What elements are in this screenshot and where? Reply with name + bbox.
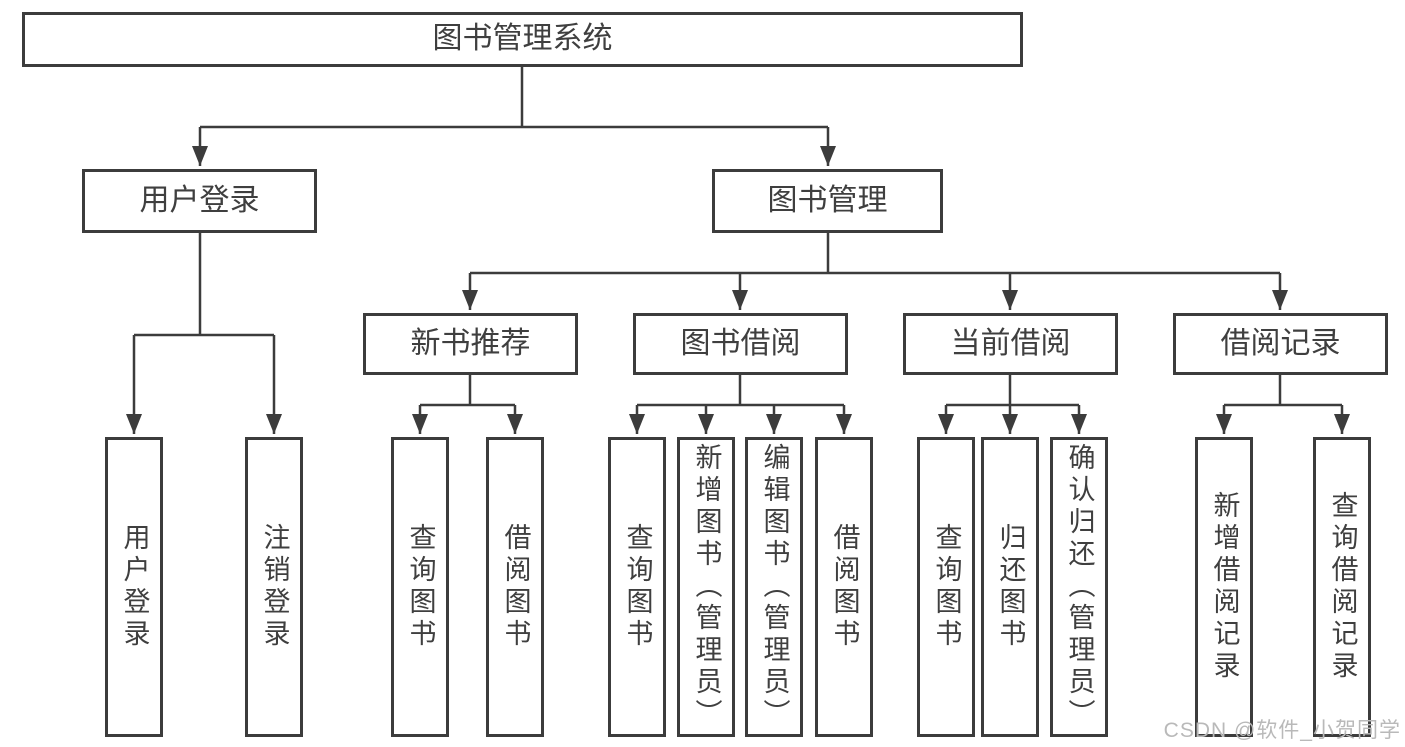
node-borrow-edit-books-admin: 编辑图书（管理员） — [745, 437, 803, 737]
node-user-login-action: 用户登录 — [105, 437, 163, 737]
node-current-return-books: 归还图书 — [981, 437, 1039, 737]
node-library-system: 图书管理系统 — [22, 12, 1023, 67]
connector-new-book-recommend-children — [412, 375, 523, 434]
node-records-query-record: 查询借阅记录 — [1313, 437, 1371, 737]
node-recommend-borrow-books: 借阅图书 — [486, 437, 544, 737]
node-borrow-borrow-books: 借阅图书 — [815, 437, 873, 737]
connector-book-management-children — [462, 233, 1288, 310]
node-book-management: 图书管理 — [712, 169, 943, 233]
connector-root-to-level2 — [192, 67, 836, 166]
connector-borrow-records-children — [1216, 375, 1350, 434]
node-logout-action: 注销登录 — [245, 437, 303, 737]
node-current-query-books: 查询图书 — [917, 437, 975, 737]
node-records-add-record: 新增借阅记录 — [1195, 437, 1253, 737]
node-borrow-records: 借阅记录 — [1173, 313, 1388, 375]
node-current-borrow: 当前借阅 — [903, 313, 1118, 375]
node-book-borrow: 图书借阅 — [633, 313, 848, 375]
connector-user-login-children — [126, 233, 282, 434]
node-new-book-recommend: 新书推荐 — [363, 313, 578, 375]
node-user-login: 用户登录 — [82, 169, 317, 233]
node-current-confirm-return-admin: 确认归还（管理员） — [1050, 437, 1108, 737]
watermark: CSDN @软件_小贺同学 — [1163, 719, 1401, 742]
node-borrow-add-books-admin: 新增图书（管理员） — [677, 437, 735, 737]
node-borrow-query-books: 查询图书 — [608, 437, 666, 737]
node-recommend-query-books: 查询图书 — [391, 437, 449, 737]
connector-current-borrow-children — [938, 375, 1087, 434]
connector-book-borrow-children — [629, 375, 852, 434]
